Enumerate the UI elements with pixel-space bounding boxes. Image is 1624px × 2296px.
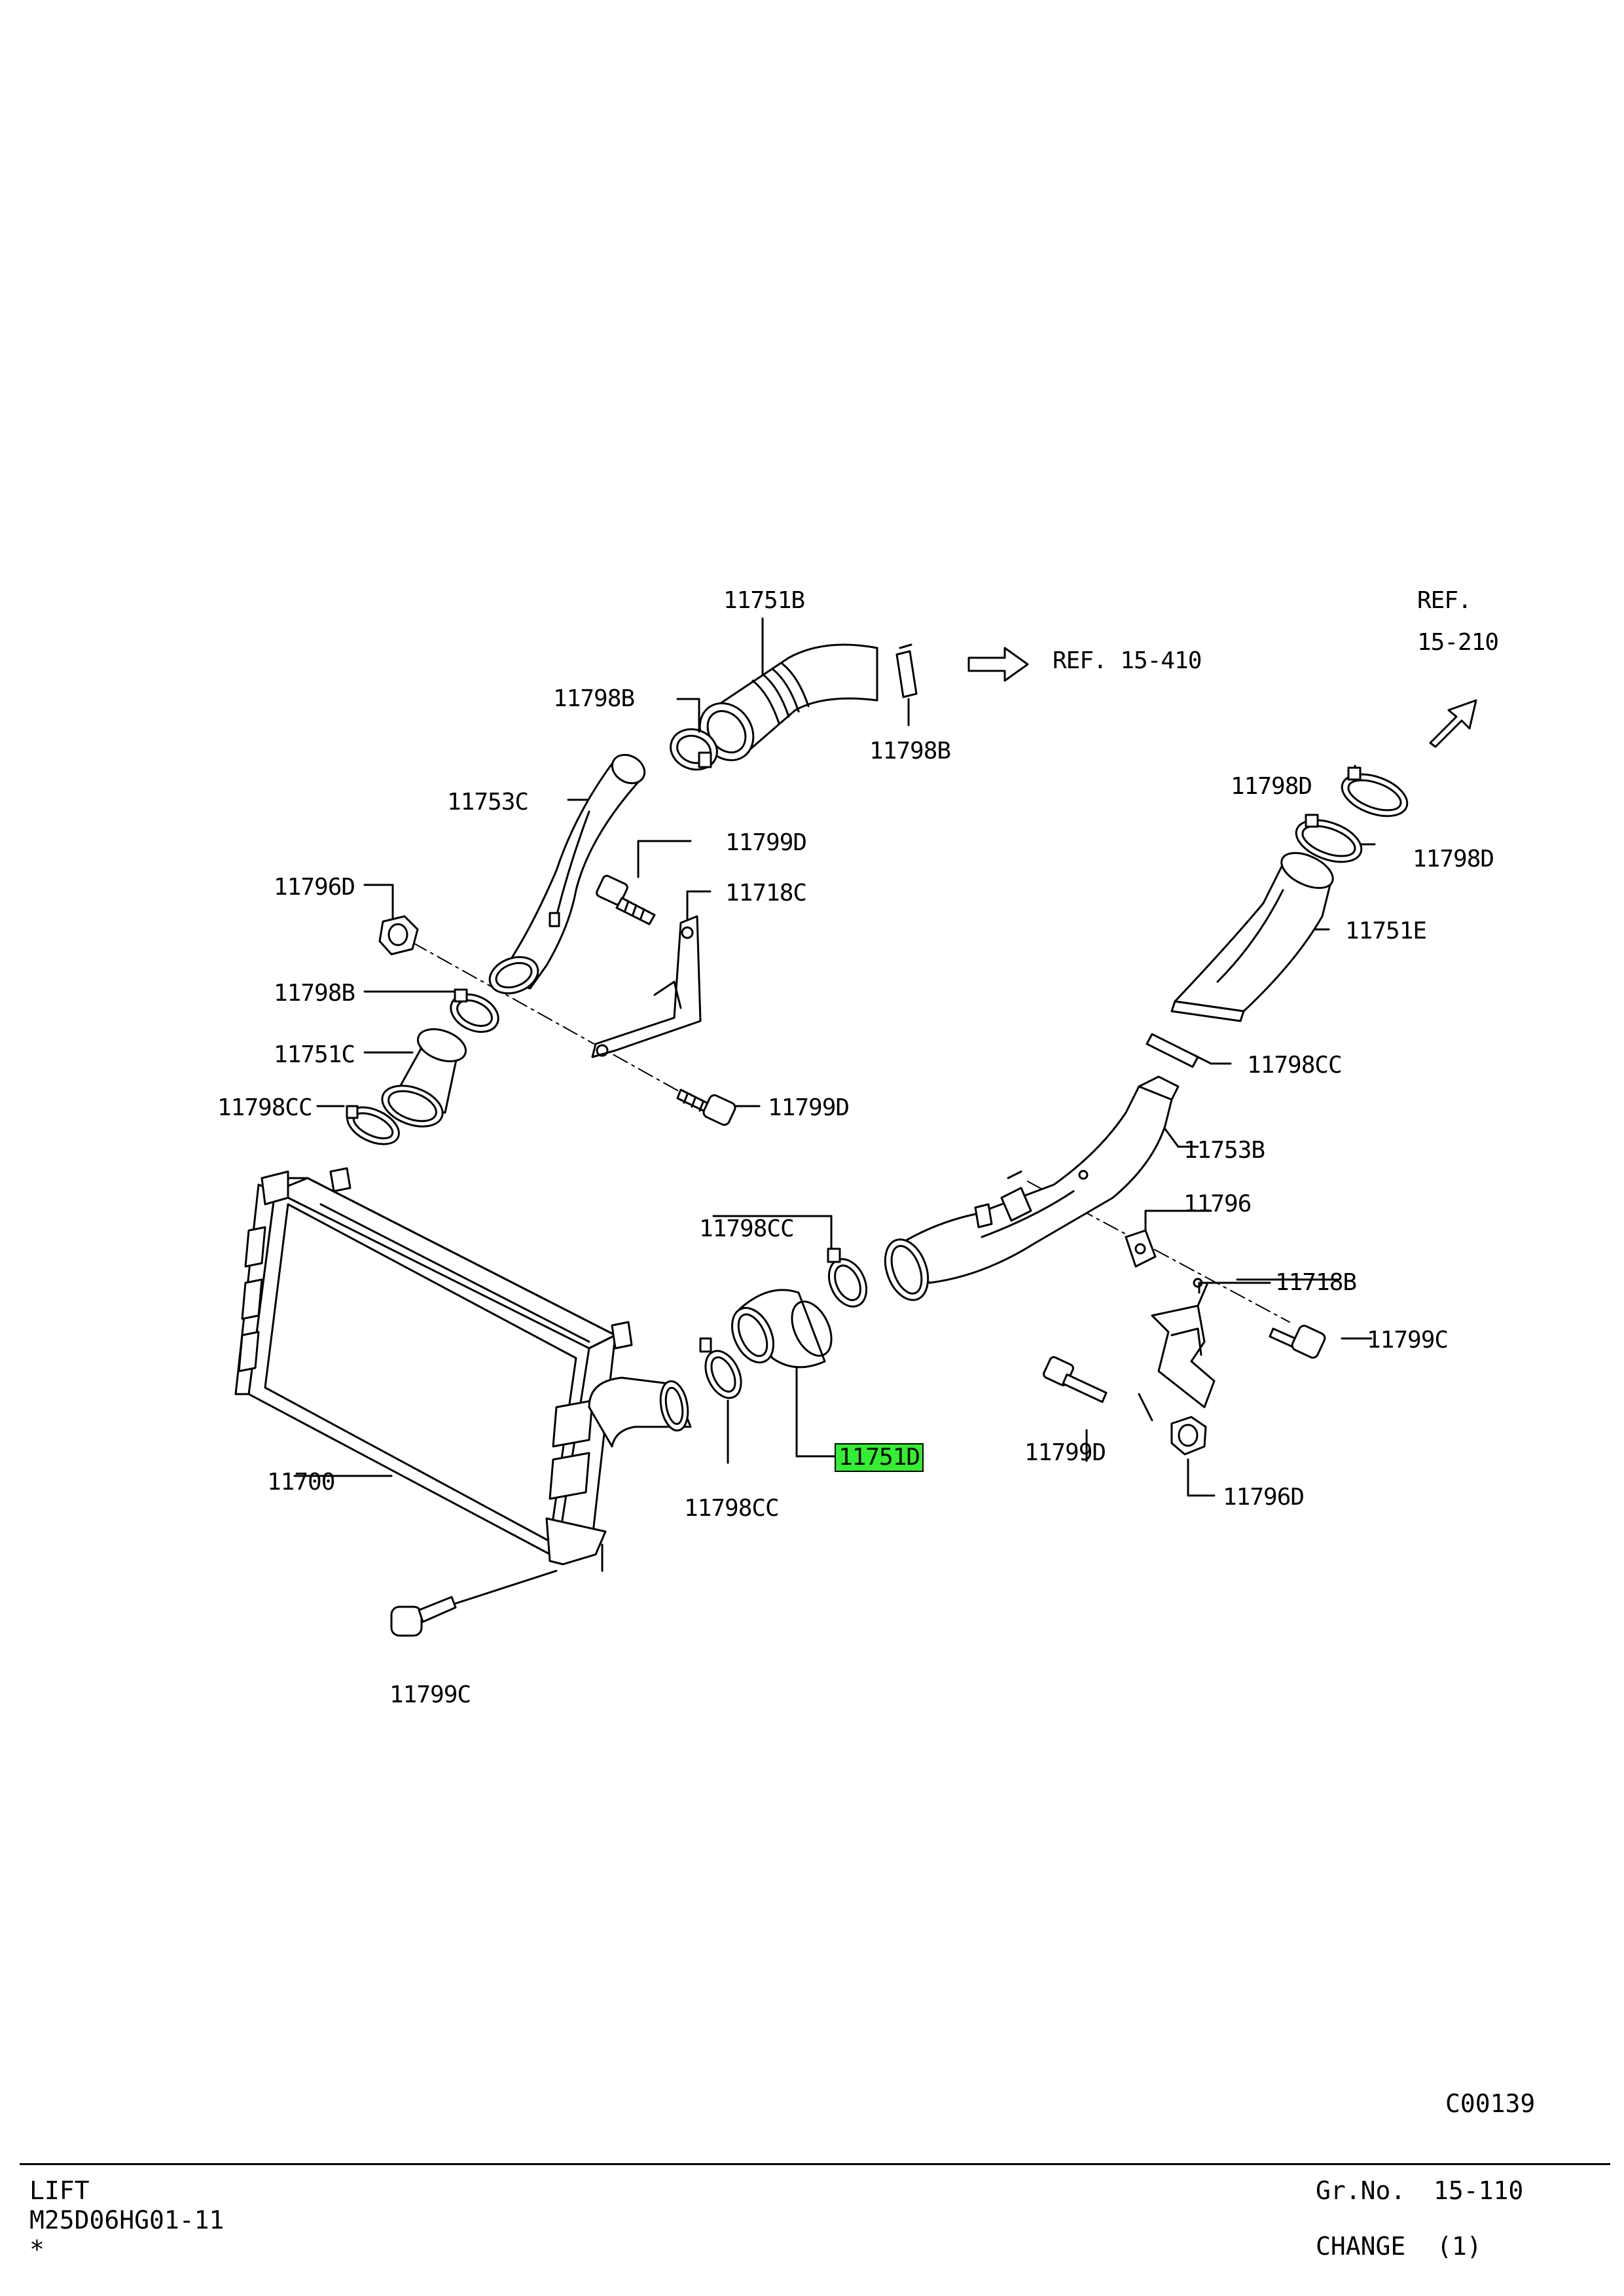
group-number-label: Gr.No.	[1316, 2176, 1406, 2205]
label-11751C[interactable]: 11751C	[274, 1041, 355, 1068]
model-line-1: LIFT	[29, 2176, 90, 2205]
clamp-11798CC-inner[interactable]	[698, 1337, 748, 1404]
clamp-11798B-right[interactable]	[895, 643, 918, 698]
intercooler-11700[interactable]	[234, 1167, 692, 1572]
label-11753C[interactable]: 11753C	[447, 789, 529, 816]
bolt-11799C-right[interactable]	[1269, 1324, 1326, 1359]
label-11798D-upper[interactable]: 11798D	[1231, 773, 1312, 800]
label-11796D-lower[interactable]: 11796D	[1223, 1484, 1305, 1511]
change-value: (1)	[1437, 2232, 1482, 2261]
nut-11796D-lower[interactable]	[1170, 1416, 1207, 1456]
label-11718B[interactable]: 11718B	[1275, 1269, 1357, 1296]
label-11798CC-center[interactable]: 11798CC	[699, 1215, 795, 1242]
clamp-11798CC-outer[interactable]	[821, 1247, 873, 1312]
label-11799C-right[interactable]: 11799C	[1367, 1327, 1449, 1354]
pipe-11753C[interactable]	[484, 749, 649, 1000]
label-11796[interactable]: 11796	[1183, 1191, 1252, 1217]
change-label: CHANGE	[1316, 2232, 1406, 2261]
label-ref-15-410[interactable]: REF. 15-410	[1053, 647, 1202, 674]
hose-11751E[interactable]	[1170, 846, 1338, 1022]
label-11751E[interactable]: 11751E	[1345, 918, 1427, 944]
label-11718C[interactable]: 11718C	[725, 880, 807, 906]
label-11799C-bottom[interactable]: 11799C	[389, 1681, 471, 1708]
bolt-11799C-bottom[interactable]	[390, 1596, 457, 1637]
bolt-11799D-middle[interactable]	[676, 1088, 737, 1126]
illustration-code: C00139	[1445, 2089, 1536, 2118]
bolt-11799D-upper[interactable]	[596, 874, 656, 925]
clamp-11798D-lower[interactable]	[1291, 812, 1367, 870]
clamp-11798CC-left[interactable]	[342, 1100, 405, 1151]
bracket-11718C[interactable]	[591, 915, 702, 1058]
label-11700[interactable]: 11700	[267, 1469, 335, 1496]
bolt-11799D-lower[interactable]	[1043, 1356, 1108, 1403]
label-11798CC-left[interactable]: 11798CC	[217, 1094, 313, 1121]
label-11798CC-low[interactable]: 11798CC	[684, 1495, 780, 1522]
bracket-11718B[interactable]	[1138, 1278, 1216, 1422]
label-11798D-lower[interactable]: 11798D	[1413, 846, 1494, 872]
clamp-11798B-upper[interactable]	[665, 723, 723, 776]
hose-11751C[interactable]	[376, 1023, 470, 1134]
label-11753B[interactable]: 11753B	[1183, 1137, 1265, 1164]
label-11796D-upper[interactable]: 11796D	[274, 874, 355, 901]
label-11751B[interactable]: 11751B	[723, 587, 805, 614]
hose-11751D[interactable]	[724, 1289, 839, 1369]
label-11751D-highlighted[interactable]: 11751D	[835, 1443, 924, 1472]
label-11798B-upper-right[interactable]: 11798B	[869, 738, 951, 764]
clamp-11798B-lower[interactable]	[445, 987, 505, 1039]
label-11798B-lower[interactable]: 11798B	[274, 980, 355, 1007]
nut-11796D-upper[interactable]	[378, 915, 419, 956]
group-number-value: 15-110	[1434, 2176, 1524, 2205]
ref-arrow-15-410[interactable]	[967, 647, 1029, 682]
label-ref[interactable]: REF.	[1417, 587, 1472, 614]
leader-lines	[293, 617, 1376, 1608]
label-11799D-upper[interactable]: 11799D	[725, 829, 807, 856]
footer-rule	[20, 2163, 1610, 2165]
label-11799D-lower[interactable]: 11799D	[1024, 1439, 1106, 1466]
model-line-2: M25D06HG01-11	[29, 2206, 225, 2234]
label-11798CC-right[interactable]: 11798CC	[1247, 1052, 1343, 1079]
clamp-11798D-upper[interactable]	[1337, 766, 1413, 824]
clip-11796[interactable]	[1125, 1229, 1157, 1268]
label-11799D-middle[interactable]: 11799D	[768, 1094, 850, 1121]
clamp-11798CC-right[interactable]	[1146, 1033, 1199, 1068]
ref-arrow-15-210[interactable]	[1429, 699, 1477, 748]
label-ref-15-210[interactable]: 15-210	[1417, 629, 1499, 656]
pipe-11753B[interactable]	[877, 1075, 1180, 1306]
label-11798B-upper-left[interactable]: 11798B	[553, 685, 635, 712]
model-line-3: *	[29, 2235, 45, 2264]
